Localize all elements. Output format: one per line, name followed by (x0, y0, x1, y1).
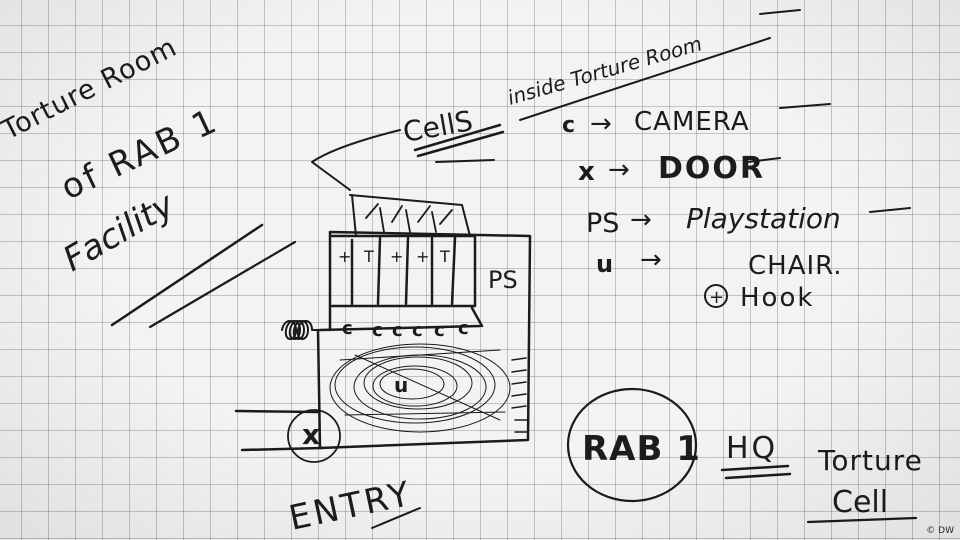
legend-camera: c → CAMERA (562, 103, 831, 139)
camera-2: c (372, 320, 383, 341)
door-mark: x (302, 418, 320, 451)
title-underline-2 (148, 240, 297, 329)
torture-label: Torture (817, 444, 923, 477)
legend-hook-symbol: + (709, 287, 724, 308)
legend-ps-arrow: → (630, 205, 652, 235)
ps-label: PS (488, 266, 518, 294)
legend-hook-label: Hook (740, 283, 814, 313)
legend-door: x → DOOR (578, 151, 781, 187)
cell-slants (365, 203, 453, 233)
legend-door-arrow: → (608, 155, 630, 185)
cell-mark-1: + (338, 247, 351, 266)
title-block: Torture Room of RAB 1 Facility (0, 32, 297, 329)
corridor-line (318, 306, 484, 332)
cell-mark-3: + (390, 247, 403, 266)
camera-4: c (412, 320, 423, 341)
camera-3: c (392, 320, 403, 341)
cell-underline (806, 516, 918, 524)
title-underline (110, 223, 264, 327)
legend-chair: u → CHAIR. (596, 245, 843, 281)
right-wall-ticks (511, 357, 528, 433)
legend-door-label: DOOR (658, 151, 765, 186)
hq-label: HQ (726, 431, 778, 466)
cells-roof (349, 194, 471, 237)
entry-underline (371, 507, 421, 529)
door-circle (287, 409, 341, 463)
chair-mark: u (394, 373, 408, 397)
legend-ps-symbol: PS (586, 208, 619, 239)
cells-underline (413, 123, 505, 158)
cells-block (330, 234, 477, 308)
legend-door-symbol: x (578, 157, 595, 187)
rab-circle (566, 387, 698, 503)
camera-5: c (434, 320, 445, 341)
legend-camera-dash (779, 103, 831, 109)
cell-mark-4: + (416, 247, 429, 266)
camera-6: c (458, 318, 469, 339)
cell-dividers (350, 236, 457, 306)
heading-dash (435, 159, 495, 163)
hook-icon (704, 284, 728, 308)
footer-group: RAB 1 HQ Torture Cell (566, 387, 923, 524)
legend-ps-dash (869, 207, 911, 213)
title-line-2: of RAB 1 (55, 101, 225, 209)
heading-underline (519, 9, 801, 121)
rab-label: RAB 1 (582, 429, 701, 469)
cells-pointer (311, 129, 401, 191)
photo-credit: © DW (926, 526, 954, 536)
entry-label: ENTRY (286, 474, 416, 539)
cell-label: Cell (832, 485, 888, 520)
legend-ps-label: Playstation (686, 202, 841, 235)
inside-torture-room: inside Torture Room (505, 31, 705, 109)
legend-camera-label: CAMERA (634, 107, 750, 137)
legend-camera-symbol: c (562, 113, 575, 138)
floor-plan: + T + + T c c c c c c PS u x (234, 194, 532, 463)
hq-underline (720, 464, 792, 480)
camera-1: c (342, 318, 353, 339)
legend-camera-arrow: → (590, 109, 612, 139)
legend-chair-arrow: → (640, 245, 662, 275)
room-walls (316, 230, 532, 450)
cell-mark-2: T (363, 247, 374, 266)
legend-playstation: PS → Playstation (586, 202, 911, 239)
legend-chair-symbol: u (596, 250, 613, 278)
legend-chair-label: CHAIR. (748, 251, 843, 281)
legend: c → CAMERA x → DOOR PS → Playstation u →… (562, 103, 911, 313)
legend-door-dash (747, 157, 781, 163)
scribble-area (329, 343, 511, 433)
hook-coil (281, 320, 321, 340)
cell-mark-5: T (439, 247, 450, 266)
legend-hook: + Hook (704, 283, 814, 313)
